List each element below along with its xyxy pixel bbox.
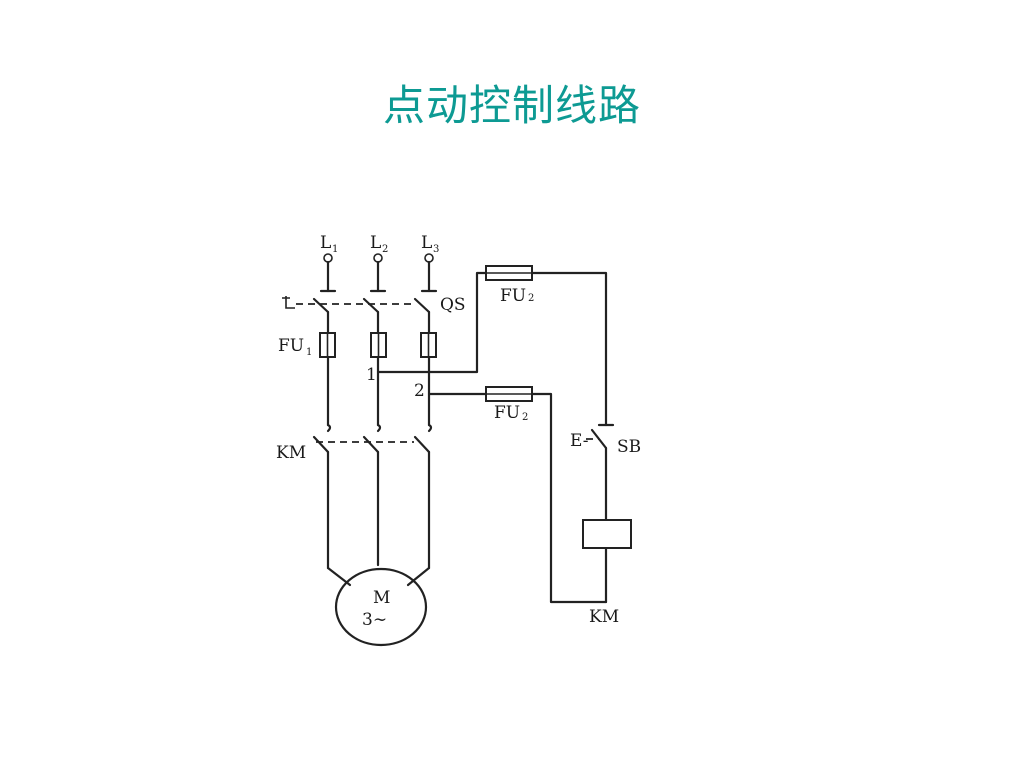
sb-push-button <box>586 423 615 450</box>
phase-wires-fu1-km <box>326 355 433 433</box>
phase-wires-qs-fu1 <box>326 310 431 334</box>
phase-wires-top <box>319 260 438 293</box>
node-1-label: 1 <box>366 365 377 385</box>
km-coil-label: KM <box>589 607 619 627</box>
qs-switch <box>282 296 431 314</box>
svg-text:2: 2 <box>522 412 528 423</box>
node-2-label: 2 <box>414 381 425 401</box>
fu2-top-fuse <box>485 265 533 281</box>
fu1-label: FU 1 <box>278 336 312 358</box>
svg-text:2: 2 <box>528 293 534 304</box>
svg-text:FU: FU <box>494 403 520 423</box>
control-tap-wires <box>376 271 488 396</box>
km-coil <box>582 519 632 549</box>
km-main-label: KM <box>276 443 306 463</box>
svg-text:FU: FU <box>500 286 526 306</box>
fu2-bottom-fuse <box>485 386 533 402</box>
svg-text:3: 3 <box>433 244 439 255</box>
phase-label-l2: L 2 <box>370 233 388 255</box>
svg-text:1: 1 <box>332 244 338 255</box>
motor-circle <box>334 567 428 647</box>
motor-feed-wires <box>326 450 431 587</box>
km-main-contacts <box>312 435 431 454</box>
fu2-bottom-label: FU 2 <box>494 403 528 423</box>
svg-text:2: 2 <box>382 244 388 255</box>
svg-text:L: L <box>421 233 432 253</box>
slide-title: 点动控制线路 <box>382 81 641 130</box>
qs-label: QS <box>440 295 466 315</box>
fu1-fuses <box>319 332 437 358</box>
phase-terminals <box>323 253 434 263</box>
svg-text:L: L <box>320 233 331 253</box>
svg-text:1: 1 <box>306 347 312 358</box>
motor-label-phase: 3∼ <box>362 610 387 630</box>
motor-label-m: M <box>373 588 390 608</box>
phase-label-l1: L 1 <box>320 233 338 255</box>
phase-label-l3: L 3 <box>421 233 439 255</box>
fu2-top-label: FU 2 <box>500 286 534 306</box>
sb-label: SB <box>617 437 641 457</box>
control-circuit-wires <box>530 271 608 604</box>
sb-prefix: E- <box>570 431 588 451</box>
svg-text:L: L <box>370 233 381 253</box>
svg-text:FU: FU <box>278 336 304 356</box>
